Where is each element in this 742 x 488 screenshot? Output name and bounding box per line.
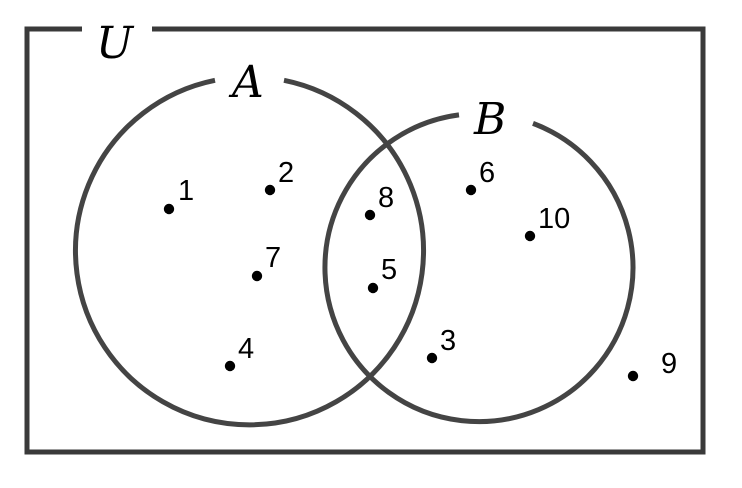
element-dot-2 xyxy=(264,184,276,196)
element-label-6: 6 xyxy=(479,157,495,189)
element-label-5: 5 xyxy=(381,254,397,286)
universe-label: U xyxy=(96,18,135,69)
element-dot-10 xyxy=(524,230,536,242)
element-dot-8 xyxy=(364,209,376,221)
element-points: 1 2 7 4 8 5 6 10 3 9 xyxy=(163,157,677,382)
set-a-circle xyxy=(73,77,426,428)
element-dot-1 xyxy=(163,203,175,215)
element-dot-3 xyxy=(426,352,438,364)
element-label-1: 1 xyxy=(178,175,194,207)
element-dot-9 xyxy=(627,370,639,382)
element-label-10: 10 xyxy=(538,203,570,235)
element-label-2: 2 xyxy=(278,157,294,189)
set-b-label: B xyxy=(473,94,506,145)
element-dot-5 xyxy=(367,282,379,294)
element-label-4: 4 xyxy=(238,333,254,365)
universe-frame xyxy=(24,26,706,455)
set-b-circle xyxy=(322,112,636,425)
element-dot-6 xyxy=(465,184,477,196)
element-dot-7 xyxy=(251,270,263,282)
element-dot-4 xyxy=(224,360,236,372)
element-label-8: 8 xyxy=(378,182,394,214)
element-label-3: 3 xyxy=(440,325,456,357)
set-a-label: A xyxy=(228,57,264,108)
element-label-7: 7 xyxy=(265,242,281,274)
element-label-9: 9 xyxy=(661,348,677,380)
